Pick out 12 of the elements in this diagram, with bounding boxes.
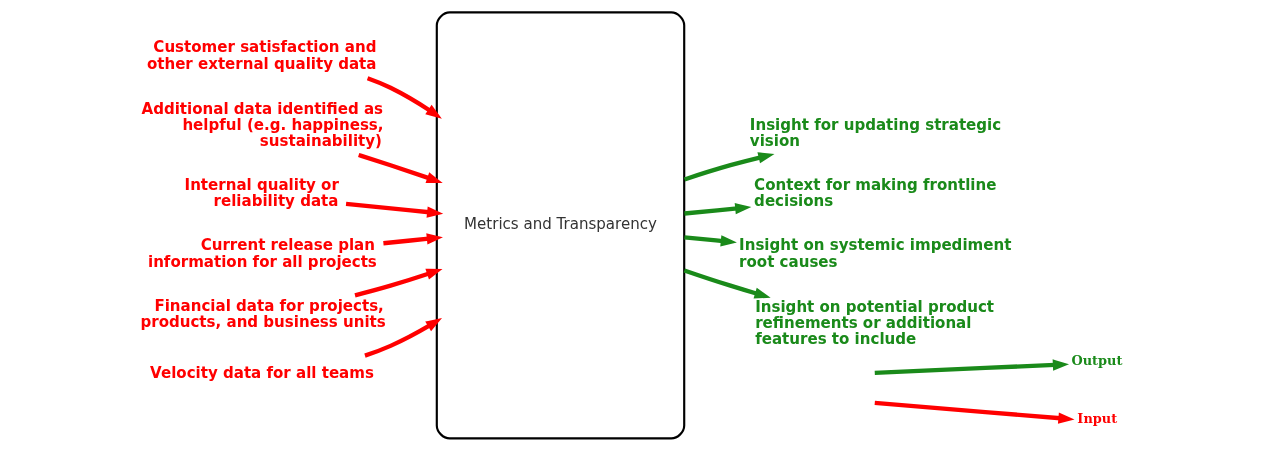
node-text: Insight on potential product refinements or additional features to include (754, 297, 994, 348)
node-text: Velocity data for all teams (149, 364, 374, 383)
node-text: Current release plan information for all projects (147, 236, 377, 271)
node-text: Financial data for projects, products, and business units (139, 296, 386, 331)
legend-label: Input (1076, 411, 1117, 427)
node-text: Insight on systemic impediment root causes (738, 236, 1011, 271)
node-text: Additional data identified as helpful (e.g. happiness, sustainability) (141, 99, 384, 151)
legend-label: Output (1070, 353, 1122, 369)
node-text: Insight for updating strategic vision (749, 115, 1001, 151)
node-text: Customer satisfaction and other external quality data (146, 38, 376, 73)
node-text: Internal quality or reliability data (184, 176, 339, 211)
node-text: Context for making frontline decisions (753, 176, 996, 211)
